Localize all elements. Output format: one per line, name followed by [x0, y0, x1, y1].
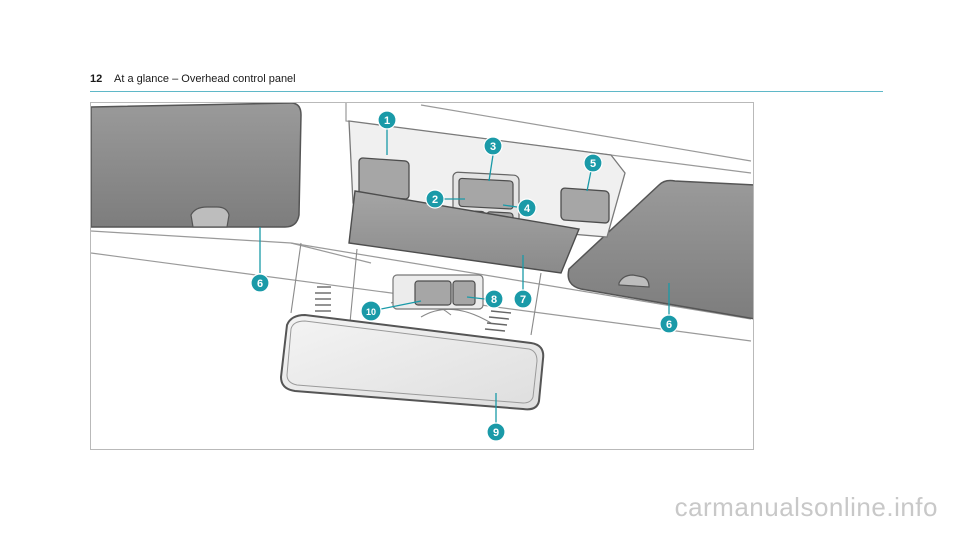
svg-text:6: 6	[666, 319, 672, 331]
button-3	[458, 177, 514, 210]
button-10	[414, 280, 452, 306]
left-vent	[315, 286, 331, 312]
svg-text:6: 6	[257, 278, 263, 290]
page-header: 12 At a glance – Overhead control panel	[90, 69, 883, 92]
svg-text:3: 3	[490, 141, 496, 153]
watermark: carmanualsonline.info	[674, 492, 938, 522]
callout-7: 7	[513, 289, 533, 309]
right-sun-visor	[567, 179, 753, 320]
callout-4: 4	[517, 198, 537, 218]
callout-6-right: 6	[659, 314, 679, 334]
left-sun-visor	[91, 103, 302, 228]
callout-3: 3	[483, 136, 503, 156]
svg-text:9: 9	[493, 427, 499, 439]
callout-8: 8	[484, 289, 504, 309]
callout-leaders	[259, 129, 670, 423]
button-8	[452, 280, 476, 306]
right-visor-clip	[618, 274, 650, 288]
svg-text:1: 1	[384, 115, 390, 127]
svg-text:4: 4	[524, 203, 531, 215]
button-5	[560, 187, 610, 224]
callout-6-left: 6	[250, 273, 270, 293]
rear-view-mirror	[279, 313, 545, 411]
right-vent	[484, 310, 512, 332]
callout-1: 1	[377, 110, 397, 130]
page-number: 12	[90, 73, 103, 85]
svg-text:2: 2	[432, 194, 438, 206]
callout-5: 5	[583, 153, 603, 173]
callout-10: 10	[360, 300, 382, 322]
page-title: At a glance – Overhead control panel	[114, 73, 296, 85]
svg-text:10: 10	[366, 307, 376, 317]
callout-9: 9	[486, 422, 506, 442]
reading-lamp-7	[348, 190, 580, 274]
callout-2: 2	[425, 189, 445, 209]
overhead-panel-illustration: 1 2 3 4 5 6 7 8	[90, 102, 754, 450]
svg-text:5: 5	[590, 158, 596, 170]
svg-text:8: 8	[491, 294, 497, 306]
left-visor-clip	[190, 206, 230, 228]
svg-text:7: 7	[520, 294, 526, 306]
